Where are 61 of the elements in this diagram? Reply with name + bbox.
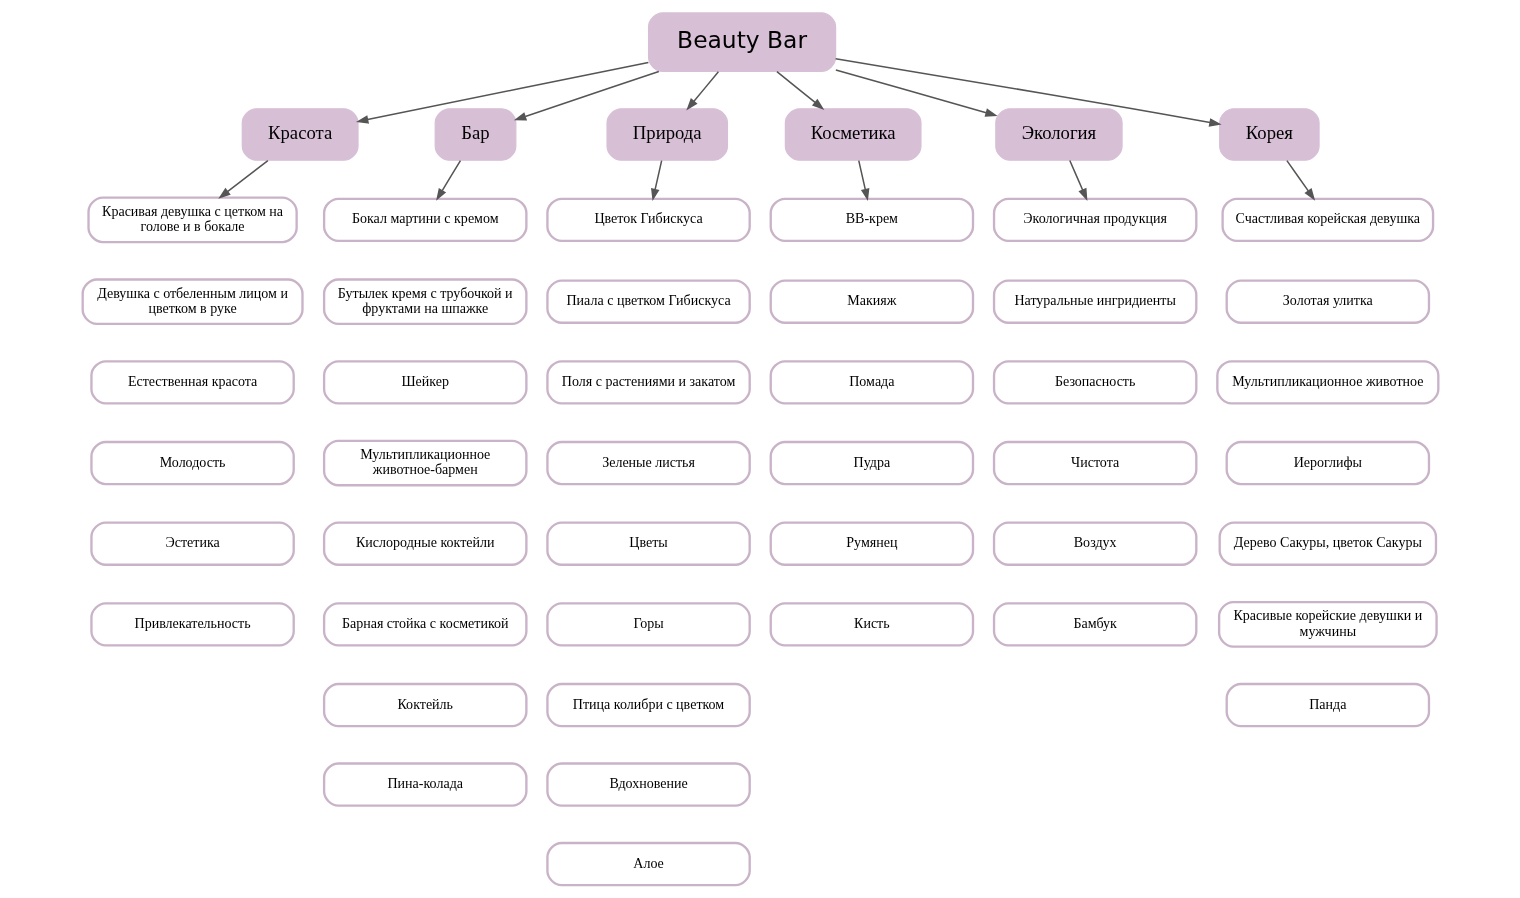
node-box: Шейкер [322,360,528,405]
node-box: Вдохновение [545,762,751,807]
arrow [857,159,869,202]
node-box: Красота [241,108,359,161]
node-box: Натуральные ингридиенты [992,279,1197,324]
node-box: Мультипликационное животное-бармен [322,439,528,487]
arrow [775,70,824,110]
node-box: Пина-колада [322,762,528,807]
node-box: Эстетика [89,521,295,566]
arrow [834,57,1222,127]
node-box: Пиала с цветком Гибискуса [545,279,751,324]
arrow [355,61,649,124]
arrow [834,69,998,117]
node-box: Девушка с отбеленным лицом и цветком в руке [81,278,304,326]
node-box: Природа [605,108,728,161]
node-box: Алое [545,841,751,887]
node-box: Пудра [769,440,974,486]
node-box: Косметика [784,108,922,161]
node-box: Красивые корейские девушки и мужчины [1217,601,1438,648]
node-box: Птица колибри с цветком [545,682,751,728]
node-box: Мультипликационное животное [1215,360,1439,405]
node-box: Бутылек кремя с трубочкой и фруктами на шпажке [322,278,528,326]
arrow [435,159,461,201]
arrow [1068,159,1087,201]
node-box: Горы [545,602,751,647]
node-box: Чистота [992,440,1197,486]
arrow [217,159,269,199]
arrow [650,159,662,202]
node-box: Макияж [769,279,974,324]
node-box: Бар [434,108,516,161]
node-box: Экологичная продукция [992,197,1197,243]
node-box: Корея [1218,108,1320,161]
node-box: Золотая улитка [1225,279,1430,324]
node-box: Экология [994,108,1123,161]
node-box: Бокал мартини с кремом [322,197,528,243]
node-box: Цветы [545,521,751,566]
node-box: Кислородные коктейли [322,521,528,566]
node-box: Привлекательность [89,602,295,647]
node-box: Цветок Гибискуса [545,197,751,243]
arrow [1285,159,1315,201]
node-box: Красивая девушка с цетком на голове и в бокале [86,196,298,244]
arrow [513,70,660,121]
node-box: Поля с растениями и закатом [545,360,751,405]
node-box: Бамбук [992,602,1197,647]
node-box: Дерево Сакуры, цветок Сакуры [1218,521,1437,566]
node-box: Помада [769,360,974,405]
node-box: Безопасность [992,360,1197,405]
node-box: Счастливая корейская девушка [1220,197,1434,243]
node-box: Румянец [769,521,974,566]
arrow [685,71,719,111]
node-box: Кисть [769,602,974,647]
node-box: Барная стойка с косметикой [322,602,528,647]
node-box: Панда [1225,682,1430,728]
node-box: Молодость [89,440,295,486]
node-box: Зеленые листья [545,440,751,486]
node-box: BB-крем [769,197,974,243]
node-box: Коктейль [322,682,528,728]
node-box: Иероглифы [1225,440,1430,486]
node-box: Beauty Bar [647,12,836,72]
node-box: Воздух [992,521,1197,566]
node-box: Естественная красота [89,360,295,405]
